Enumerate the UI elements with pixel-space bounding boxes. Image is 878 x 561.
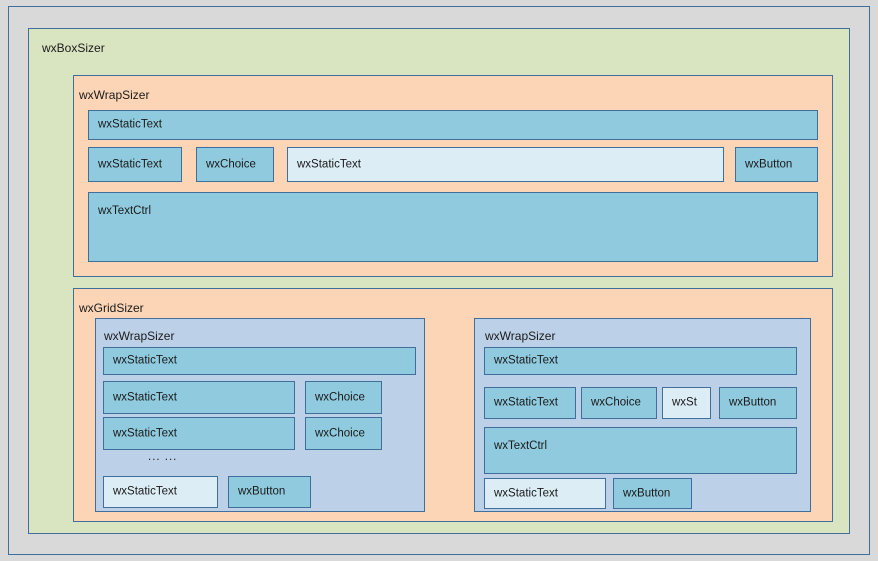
- control-wxstatictext[interactable]: wxStaticText: [103, 381, 295, 414]
- grid-cell-left-ellipsis: ... ...: [148, 451, 178, 463]
- control-label: wxStaticText: [113, 390, 177, 403]
- control-label: wxStaticText: [494, 396, 558, 409]
- control-label: wxStaticText: [98, 157, 162, 170]
- control-wxbutton[interactable]: wxButton: [719, 387, 797, 419]
- control-label: wxTextCtrl: [494, 440, 548, 452]
- control-label: wxStaticText: [98, 118, 162, 131]
- control-wxstatictext[interactable]: wxStaticText: [88, 110, 818, 140]
- panel-wxgridsizer-label: wxGridSizer: [79, 301, 144, 315]
- control-wxbutton[interactable]: wxButton: [613, 478, 692, 509]
- control-wxstatictext[interactable]: wxStaticText: [103, 476, 218, 508]
- control-wxstatictext[interactable]: wxStaticText: [88, 147, 182, 182]
- control-label: wxTextCtrl: [98, 205, 152, 217]
- panel-top-wxwrapsizer-label: wxWrapSizer: [79, 88, 150, 102]
- control-label: wxStaticText: [494, 354, 558, 367]
- control-wxtextctrl[interactable]: wxTextCtrl: [88, 192, 818, 262]
- control-label: wxStaticText: [113, 485, 177, 498]
- control-wxtextctrl[interactable]: wxTextCtrl: [484, 427, 797, 474]
- control-label: wxButton: [745, 157, 793, 170]
- control-label: wxStaticText: [297, 157, 361, 170]
- control-label: wxChoice: [315, 426, 365, 439]
- control-label: wxChoice: [206, 157, 256, 170]
- control-wxchoice[interactable]: wxChoice: [305, 417, 382, 450]
- control-wxstatictext[interactable]: wxStaticText: [484, 387, 576, 419]
- control-label: wxButton: [729, 396, 777, 409]
- control-wxstatictext[interactable]: wxStaticText: [103, 347, 416, 375]
- control-label: wxChoice: [315, 390, 365, 403]
- control-label: wxStaticText: [113, 354, 177, 367]
- panel-grid-cell-right-label: wxWrapSizer: [485, 329, 556, 343]
- panel-grid-cell-left-label: wxWrapSizer: [104, 329, 175, 343]
- control-label: wxStaticText: [494, 486, 558, 499]
- control-label: wxButton: [623, 486, 671, 499]
- control-wxbutton[interactable]: wxButton: [228, 476, 311, 508]
- control-wxstatictext[interactable]: wxStaticText: [484, 347, 797, 375]
- control-wxchoice[interactable]: wxChoice: [196, 147, 274, 182]
- control-label: wxButton: [238, 485, 286, 498]
- control-label: wxSt: [672, 396, 697, 409]
- control-wxstatictext[interactable]: wxStaticText: [484, 478, 606, 509]
- control-wxstatictext-wide[interactable]: wxStaticText: [287, 147, 724, 182]
- control-wxbutton[interactable]: wxButton: [735, 147, 818, 182]
- control-wxstatictext[interactable]: wxStaticText: [103, 417, 295, 450]
- control-wxstatictext-narrow[interactable]: wxSt: [662, 387, 711, 419]
- control-label: wxStaticText: [113, 426, 177, 439]
- control-label: wxChoice: [591, 396, 641, 409]
- control-wxchoice[interactable]: wxChoice: [581, 387, 657, 419]
- panel-wxboxsizer-label: wxBoxSizer: [42, 41, 105, 55]
- control-wxchoice[interactable]: wxChoice: [305, 381, 382, 414]
